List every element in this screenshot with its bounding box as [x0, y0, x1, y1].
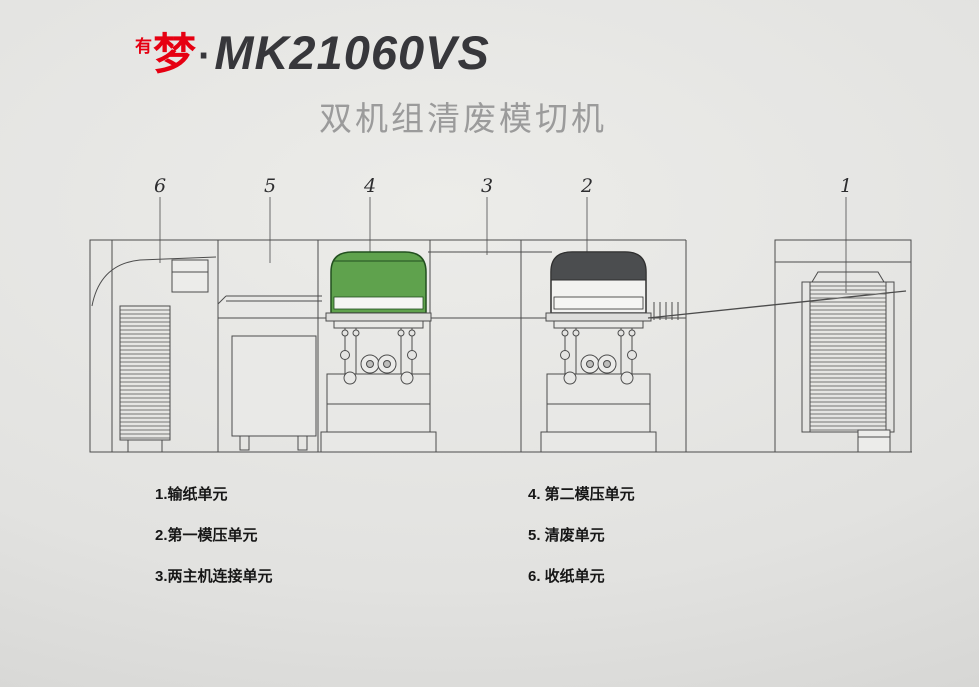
- unit-feeder: [774, 239, 912, 453]
- legend-item-3: 3.两主机连接单元: [155, 568, 273, 585]
- brand-char-large: 梦: [153, 31, 196, 79]
- unit-stripping: [217, 295, 322, 451]
- legend-column-right: 4. 第二模压单元 5. 清废单元 6. 收纸单元: [528, 487, 635, 610]
- model-name: MK21060VS: [214, 26, 490, 79]
- callout-numbers: 6 5 4 3 2 1: [154, 175, 852, 197]
- callout-number-2: 2: [580, 175, 593, 197]
- callout-number-1: 1: [840, 175, 852, 197]
- callout-number-6: 6: [154, 175, 166, 197]
- brand-char-small: 有: [135, 37, 152, 56]
- callout-leader-lines: [159, 197, 847, 293]
- legend-item-5: 5. 清废单元: [528, 527, 605, 544]
- product-subtitle: 双机组清废模切机: [319, 100, 607, 137]
- legend-column-left: 1.输纸单元 2.第一模压单元 3.两主机连接单元: [155, 487, 273, 610]
- legend-item-4: 4. 第二模压单元: [528, 486, 635, 503]
- legend-item-2: 2.第一模压单元: [155, 527, 258, 544]
- legend-item-1: 1.输纸单元: [155, 486, 228, 503]
- unit-press-1: [540, 251, 657, 453]
- machine-outline: [89, 239, 912, 453]
- unit-delivery: [89, 239, 219, 453]
- main-frame: [217, 239, 687, 452]
- callout-number-3: 3: [481, 175, 493, 197]
- brand-header: 有 梦 · MK21060VS: [135, 20, 490, 82]
- brand-separator: ·: [198, 34, 212, 78]
- callout-number-4: 4: [363, 175, 376, 197]
- callout-number-5: 5: [264, 175, 276, 197]
- unit-press-2: [320, 251, 437, 453]
- legend-item-6: 6. 收纸单元: [528, 568, 605, 585]
